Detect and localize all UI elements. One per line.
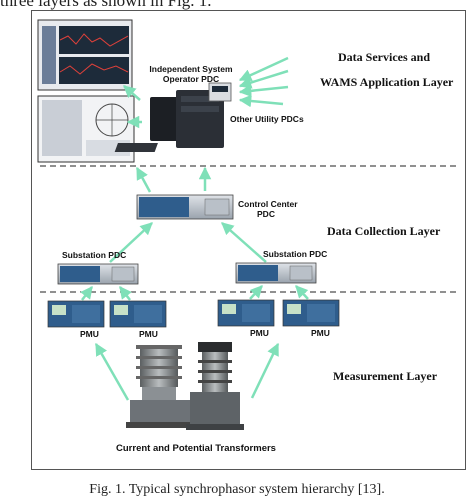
control-center-label-line1: Control Center	[238, 199, 298, 209]
layer-title-data-collection: Data Collection Layer	[327, 224, 441, 238]
transformers-label: Current and Potential Transformers	[116, 443, 276, 454]
top-caption-text: three layers as shown in Fig. 1.	[0, 0, 212, 10]
pmu-label-3: PMU	[250, 328, 269, 338]
arrow	[94, 342, 130, 401]
pmu-label-1: PMU	[80, 329, 99, 339]
other-utility-pdcs-label: Other Utility PDCs	[230, 114, 304, 124]
arrow	[119, 286, 132, 301]
pmu-device-3	[217, 299, 275, 327]
current-transformer	[126, 345, 194, 428]
iso-pdc-label-line1: Independent System	[149, 64, 233, 74]
substation-pdc-right-device	[235, 262, 317, 284]
layer-title-data-services-line2: WAMS Application Layer	[320, 75, 454, 89]
arrow	[109, 222, 153, 263]
layer-title-data-services-line1: Data Services and	[338, 50, 430, 64]
iso-pdc-label-line2: Operator PDC	[162, 74, 220, 84]
substation-pdc-left-device	[57, 263, 139, 285]
arrow	[295, 285, 309, 300]
arrow	[238, 56, 289, 82]
pmu-label-4: PMU	[311, 328, 330, 338]
control-center-pdc-device	[136, 194, 234, 220]
arrow	[123, 85, 141, 101]
substation-pdc-left-label: Substation PDC	[62, 250, 127, 260]
pmu-label-2: PMU	[139, 329, 158, 339]
pmu-device-4	[282, 299, 340, 327]
arrow	[250, 342, 280, 399]
figure-caption: Fig. 1. Typical synchrophasor system hie…	[89, 482, 385, 497]
arrow	[249, 285, 263, 300]
arrow	[238, 84, 289, 98]
arrow	[80, 286, 93, 301]
monitor-screen-1	[37, 19, 133, 91]
other-utility-pdc-device	[208, 82, 232, 102]
potential-transformer	[186, 342, 244, 430]
monitor-screen-2	[37, 95, 135, 163]
arrow	[238, 94, 284, 108]
layer-title-measurement: Measurement Layer	[333, 369, 438, 383]
iso-pdc-workstation	[114, 90, 224, 152]
arrow	[238, 69, 289, 89]
arrow	[221, 222, 267, 263]
control-center-label-line2: PDC	[257, 209, 275, 219]
substation-pdc-right-label: Substation PDC	[263, 249, 328, 259]
pmu-device-2	[109, 300, 167, 328]
pmu-device-1	[47, 300, 105, 328]
arrow	[135, 166, 152, 193]
